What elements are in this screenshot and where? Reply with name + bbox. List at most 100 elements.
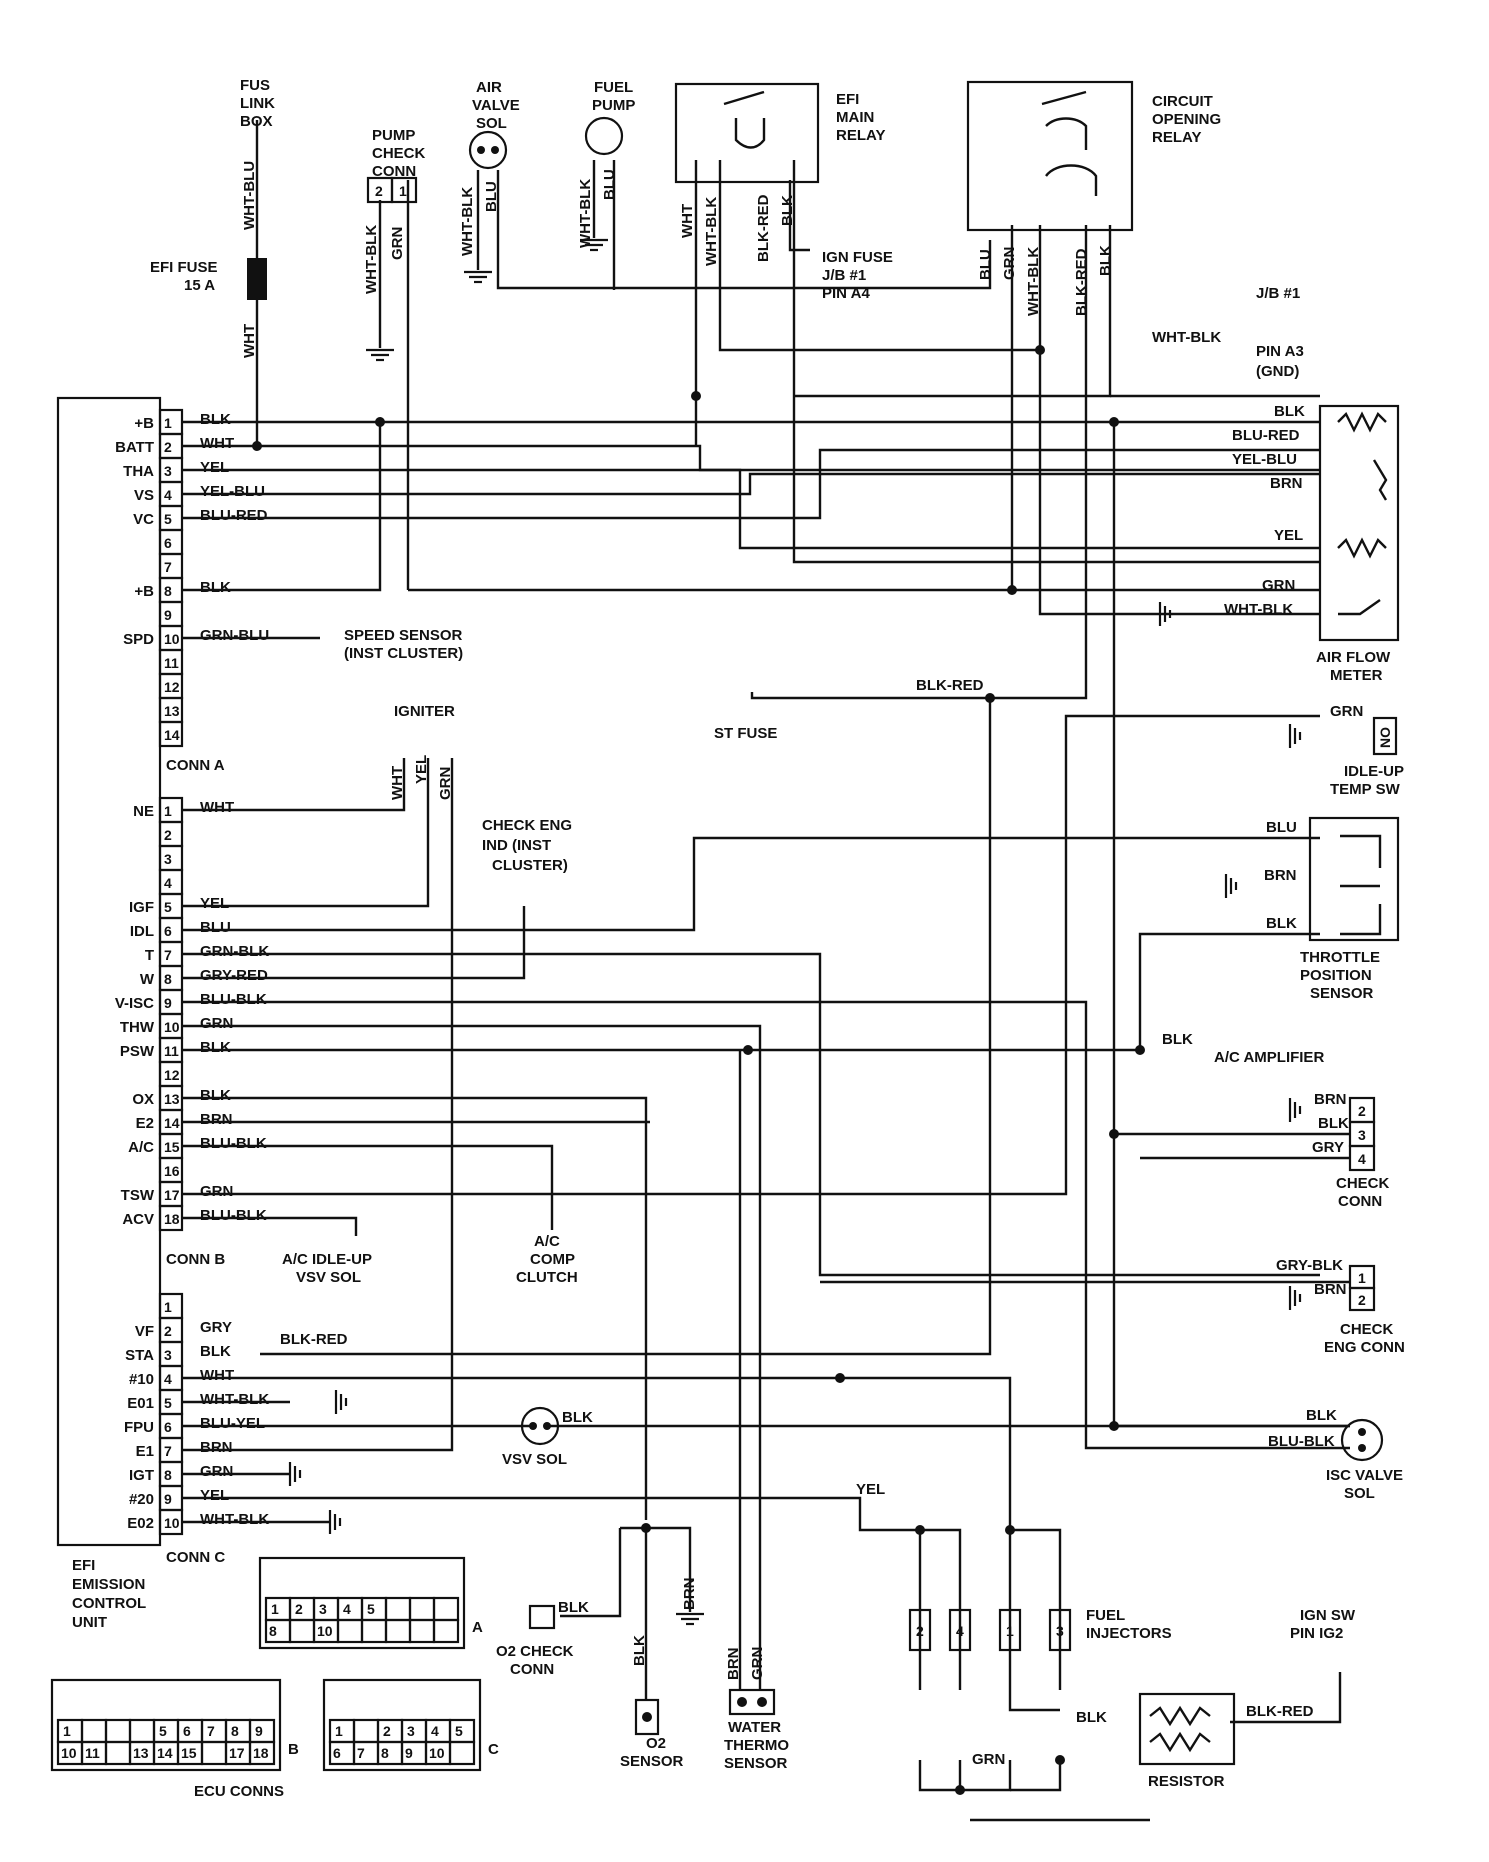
wire-color-label: BLU-BLK xyxy=(200,1135,267,1152)
ecu-pin-number: 10 xyxy=(164,1515,180,1531)
svg-text:SOL: SOL xyxy=(1344,1485,1375,1502)
svg-text:RELAY: RELAY xyxy=(1152,129,1201,146)
ecu-pin-number: 7 xyxy=(164,947,172,963)
svg-text:IND (INST: IND (INST xyxy=(482,837,551,854)
fuel-injectors: 2 4 1 3 FUEL INJECTORS YEL GRN BLK BLK-R… xyxy=(856,1481,1314,1768)
svg-text:CHECK: CHECK xyxy=(1340,1321,1394,1338)
wire-color-label: GRY-RED xyxy=(200,967,268,984)
ecu-pin-name: VF xyxy=(135,1323,154,1340)
ecu-pin-name: TSW xyxy=(121,1187,155,1204)
ecu-pin-name: E2 xyxy=(136,1115,154,1132)
ecu-pin-number: 14 xyxy=(164,1115,180,1131)
wire-color-label: BLU-YEL xyxy=(200,1415,265,1432)
svg-text:INJECTORS: INJECTORS xyxy=(1086,1625,1172,1642)
wires xyxy=(182,120,1350,1822)
ac-amplifier: BLK A/C AMPLIFIER xyxy=(1162,1031,1324,1066)
ecu-pin-name: #10 xyxy=(129,1371,154,1388)
ecu-pin-name: SPD xyxy=(123,631,154,648)
svg-text:PIN A4: PIN A4 xyxy=(822,285,870,302)
ecu-pin-number: 2 xyxy=(164,439,172,455)
svg-text:GRY: GRY xyxy=(1312,1139,1344,1156)
ecu-pin-name: VS xyxy=(134,487,154,504)
svg-text:BLU-RED: BLU-RED xyxy=(1232,427,1300,444)
svg-text:VSV SOL: VSV SOL xyxy=(502,1451,567,1468)
ecu-pin-name: +B xyxy=(134,415,154,432)
svg-text:BLK: BLK xyxy=(558,1599,589,1616)
svg-text:SENSOR: SENSOR xyxy=(1310,985,1374,1002)
svg-text:WHT-BLK: WHT-BLK xyxy=(459,187,476,256)
efi-fuse-rating: 15 A xyxy=(184,277,215,294)
svg-text:AIR FLOW: AIR FLOW xyxy=(1316,649,1391,666)
svg-text:A/C IDLE-UP: A/C IDLE-UP xyxy=(282,1251,372,1268)
air-flow-meter: BLK BLU-RED YEL-BLU BRN YEL GRN WHT-BLK … xyxy=(1224,403,1400,684)
svg-text:WHT-BLK: WHT-BLK xyxy=(577,179,594,248)
conn-face-pin: 9 xyxy=(405,1745,413,1761)
conn-face-pin: 1 xyxy=(271,1601,279,1617)
ecu-pin-number: 3 xyxy=(164,1347,172,1363)
isc-valve-sol: BLK BLU-BLK ISC VALVE SOL xyxy=(1268,1407,1403,1502)
svg-text:SOL: SOL xyxy=(476,115,507,132)
svg-text:FUEL: FUEL xyxy=(1086,1607,1125,1624)
ecu-pin-number: 14 xyxy=(164,727,180,743)
svg-text:THROTTLE: THROTTLE xyxy=(1300,949,1380,966)
ecu-pin-name: IGF xyxy=(129,899,154,916)
svg-text:BRN: BRN xyxy=(1314,1281,1347,1298)
svg-text:CONN: CONN xyxy=(510,1661,554,1678)
svg-text:AIR: AIR xyxy=(476,79,502,96)
ecu-pin-number: 13 xyxy=(164,1091,180,1107)
conn-face-pin: 17 xyxy=(229,1745,245,1761)
conn-face-pin: 4 xyxy=(343,1601,351,1617)
ground-symbols xyxy=(288,238,1302,1626)
svg-text:BRN: BRN xyxy=(1314,1091,1347,1108)
svg-text:BLK: BLK xyxy=(1266,915,1297,932)
wire-color-label: WHT-BLK xyxy=(200,1511,269,1528)
ecu-pin-name: V-ISC xyxy=(115,995,154,1012)
ecu-pin-number: 9 xyxy=(164,607,172,623)
svg-text:BLU: BLU xyxy=(483,181,500,212)
wire-color-label: GRN xyxy=(200,1183,233,1200)
ecu-pin-number: 1 xyxy=(164,803,172,819)
svg-text:WHT-BLK: WHT-BLK xyxy=(1152,329,1221,346)
svg-text:ENG CONN: ENG CONN xyxy=(1324,1339,1405,1356)
svg-text:BLK: BLK xyxy=(1076,1709,1107,1726)
jb-pin-a3: J/B #1 PIN A3 (GND) WHT-BLK xyxy=(1152,285,1304,380)
conn-face-pin: 7 xyxy=(357,1745,365,1761)
svg-text:BLU: BLU xyxy=(977,249,994,280)
conn-face-pin: 10 xyxy=(429,1745,445,1761)
ecu-pin-name: PSW xyxy=(120,1043,155,1060)
ecu-pin-number: 12 xyxy=(164,679,180,695)
pump-check-conn: 2 1 PUMP CHECK CONN xyxy=(366,127,426,204)
svg-text:BLK-RED: BLK-RED xyxy=(755,194,772,262)
svg-text:RESISTOR: RESISTOR xyxy=(1148,1773,1225,1790)
resistor: RESISTOR xyxy=(1138,1692,1236,1790)
svg-text:WHT-BLK: WHT-BLK xyxy=(1025,247,1042,316)
ecu-pin-number: 16 xyxy=(164,1163,180,1179)
svg-text:WHT-BLK: WHT-BLK xyxy=(363,225,380,294)
svg-text:BLK-RED: BLK-RED xyxy=(916,677,984,694)
ecu-pin-number: 17 xyxy=(164,1187,180,1203)
svg-text:1: 1 xyxy=(1006,1623,1014,1639)
svg-text:YEL: YEL xyxy=(856,1481,885,1498)
conn-face-pin: 13 xyxy=(133,1745,149,1761)
wire-color-label: BLU-BLK xyxy=(200,1207,267,1224)
svg-text:GRY-BLK: GRY-BLK xyxy=(1276,1257,1343,1274)
conn-face-pin: 8 xyxy=(231,1723,239,1739)
wire-color-label: BLK xyxy=(200,579,231,596)
svg-text:2: 2 xyxy=(916,1623,924,1639)
ecu-pin-name: STA xyxy=(125,1347,154,1364)
svg-text:GRN: GRN xyxy=(389,227,406,260)
svg-text:CIRCUIT: CIRCUIT xyxy=(1152,93,1213,110)
svg-text:SENSOR: SENSOR xyxy=(620,1753,684,1770)
ecu-pin-number: 11 xyxy=(164,1043,179,1059)
ecu-pin-name: IDL xyxy=(130,923,154,940)
top-wire-labels: WHT-BLU WHT WHT-BLK GRN WHT-BLK BLU WHT-… xyxy=(241,161,1114,358)
wire-color-label: BLU xyxy=(200,919,231,936)
ecu-pin-number: 8 xyxy=(164,971,172,987)
conn-face-pin: 10 xyxy=(317,1623,333,1639)
ecu-pin-number: 6 xyxy=(164,1419,172,1435)
ecu-pin-name: T xyxy=(145,947,154,964)
conn-face-pin: 8 xyxy=(269,1623,277,1639)
